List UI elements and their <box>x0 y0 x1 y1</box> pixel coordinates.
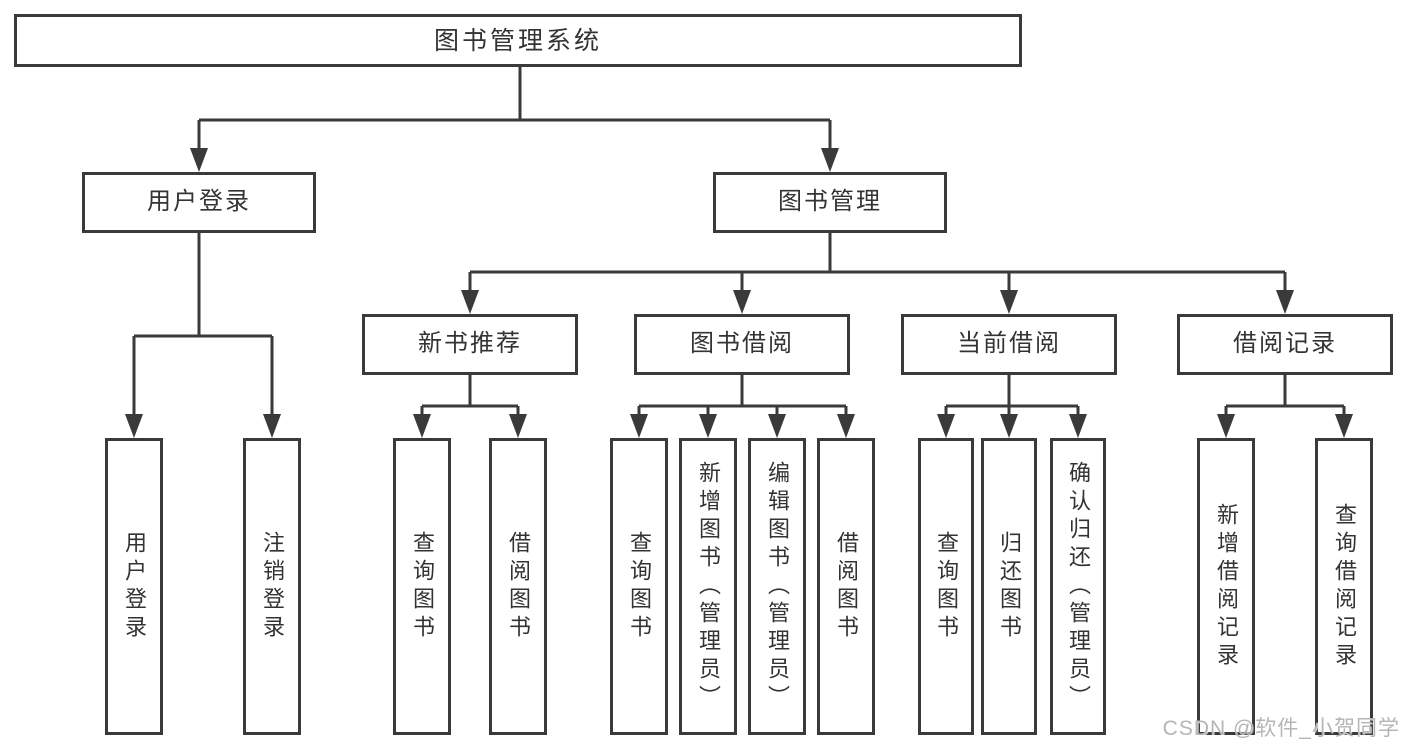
leaf-query-books-1-label: 查询图书 <box>410 530 435 643</box>
leaf-query-borrow-record-label: 查询借阅记录 <box>1332 502 1357 671</box>
leaf-borrow-books-2-label: 借阅图书 <box>834 530 859 643</box>
leaf-logout: 注销登录 <box>243 438 301 735</box>
node-book-borrowing-label: 图书借阅 <box>690 330 794 358</box>
node-library-system-label: 图书管理系统 <box>433 26 602 55</box>
leaf-edit-books-admin-label: 编辑图书（管理员） <box>765 460 790 713</box>
leaf-query-borrow-record: 查询借阅记录 <box>1315 438 1373 735</box>
leaf-borrow-books-1-label: 借阅图书 <box>506 530 531 643</box>
node-book-borrowing: 图书借阅 <box>634 314 850 375</box>
leaf-query-books-3-label: 查询图书 <box>934 530 959 643</box>
node-current-borrowing-label: 当前借阅 <box>957 330 1061 358</box>
node-user-login: 用户登录 <box>82 172 316 233</box>
leaf-return-books-label: 归还图书 <box>997 530 1022 643</box>
arrowheads <box>125 148 1353 438</box>
leaf-borrow-books-2: 借阅图书 <box>817 438 875 735</box>
node-current-borrowing: 当前借阅 <box>901 314 1117 375</box>
node-book-management-label: 图书管理 <box>778 188 882 216</box>
leaf-logout-label: 注销登录 <box>260 530 285 643</box>
node-library-system: 图书管理系统 <box>14 14 1022 67</box>
leaf-user-login: 用户登录 <box>105 438 163 735</box>
node-book-management: 图书管理 <box>713 172 947 233</box>
leaf-borrow-books-1: 借阅图书 <box>489 438 547 735</box>
node-borrowing-records: 借阅记录 <box>1177 314 1393 375</box>
leaf-add-books-admin: 新增图书（管理员） <box>679 438 737 735</box>
node-user-login-label: 用户登录 <box>147 188 251 216</box>
leaf-user-login-label: 用户登录 <box>122 530 147 643</box>
leaf-confirm-return-admin-label: 确认归还（管理员） <box>1066 460 1091 713</box>
leaf-add-borrow-record-label: 新增借阅记录 <box>1214 502 1239 671</box>
node-new-book-recommend: 新书推荐 <box>362 314 578 375</box>
leaf-query-books-2: 查询图书 <box>610 438 668 735</box>
leaf-edit-books-admin: 编辑图书（管理员） <box>748 438 806 735</box>
leaf-query-books-2-label: 查询图书 <box>627 530 652 643</box>
leaf-return-books: 归还图书 <box>981 438 1037 735</box>
leaf-query-books-3: 查询图书 <box>918 438 974 735</box>
leaf-query-books-1: 查询图书 <box>393 438 451 735</box>
leaf-add-books-admin-label: 新增图书（管理员） <box>696 460 721 713</box>
leaf-add-borrow-record: 新增借阅记录 <box>1197 438 1255 735</box>
csdn-watermark: CSDN @软件_小贺同学 <box>1162 717 1400 740</box>
node-borrowing-records-label: 借阅记录 <box>1233 330 1337 358</box>
leaf-confirm-return-admin: 确认归还（管理员） <box>1050 438 1106 735</box>
node-new-book-recommend-label: 新书推荐 <box>418 330 522 358</box>
